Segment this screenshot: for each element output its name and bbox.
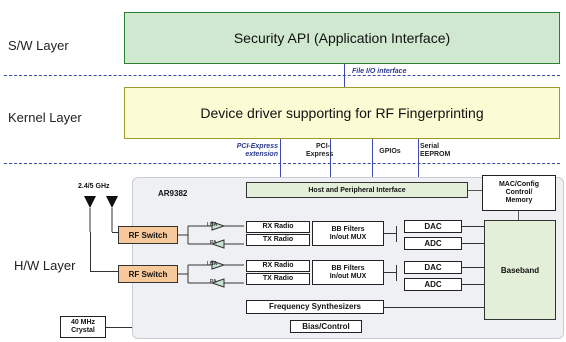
- amp-chain-1: [178, 221, 244, 249]
- antenna-icon: [84, 196, 118, 232]
- frequency-synthesizers: Frequency Synthesizers: [246, 300, 384, 314]
- gpios-label: GPIOs: [379, 148, 401, 155]
- baseband-block: Baseband: [484, 220, 556, 320]
- rx-radio-1: RX Radio: [246, 221, 310, 233]
- rf-switch-2: RF Switch: [118, 265, 178, 283]
- antenna-feed-line-1h: [112, 232, 122, 233]
- bb-split-2: [396, 265, 397, 281]
- pa-label-1: PA: [210, 240, 217, 246]
- sw-layer-label: S/W Layer: [8, 38, 69, 53]
- antenna-frequency-label: 2.4/5 GHz: [78, 183, 110, 190]
- chip-name: AR9382: [158, 189, 188, 198]
- lna-label-2: LNA: [207, 261, 218, 267]
- serial-connector: [418, 139, 419, 185]
- hw-layer-label: H/W Layer: [14, 258, 76, 273]
- pa-label-2: PA: [210, 279, 217, 285]
- dac-1: DAC: [404, 220, 462, 233]
- mac-baseband-link: [518, 211, 519, 220]
- pcie-connector: [330, 139, 331, 185]
- lna-label-1: LNA: [207, 222, 218, 228]
- rx-radio-2: RX Radio: [246, 260, 310, 272]
- adc-1: ADC: [404, 237, 462, 250]
- bb-split-1: [396, 226, 397, 242]
- host-peripheral-interface: Host and Peripheral Interface: [246, 182, 468, 198]
- sw-kernel-separator: [4, 75, 560, 76]
- file-io-connector: [344, 64, 345, 88]
- kernel-layer-label: Kernel Layer: [8, 110, 82, 125]
- bb-link-2: [384, 272, 396, 273]
- rf-switch-1: RF Switch: [118, 226, 178, 244]
- pcie-label: PCI-Express: [306, 143, 334, 158]
- antenna-feed-line-2h: [90, 271, 122, 272]
- crystal-link: [106, 327, 132, 328]
- security-api-box: Security API (Application Interface): [124, 12, 560, 64]
- tx-radio-1: TX Radio: [246, 234, 310, 246]
- file-io-label: File I/O interface: [352, 68, 407, 75]
- host-mac-link: [468, 190, 482, 191]
- amp-chain-2: [178, 260, 244, 288]
- device-driver-box: Device driver supporting for RF Fingerpr…: [124, 87, 560, 139]
- antenna-feed-line-2: [90, 232, 91, 272]
- adc-bb-link-2: [462, 284, 484, 285]
- bias-control: Bias/Control: [290, 320, 362, 333]
- dac-bb-link-1: [462, 226, 484, 227]
- bb-link-1: [384, 233, 396, 234]
- dac-bb-link-2: [462, 267, 484, 268]
- adc-2: ADC: [404, 278, 462, 291]
- dac-2: DAC: [404, 261, 462, 274]
- kernel-hw-separator: [4, 163, 560, 164]
- synth-baseband-link: [384, 307, 484, 308]
- pcie-ext-connector: [280, 139, 281, 185]
- adc-bb-link-1: [462, 243, 484, 244]
- gpio-connector: [372, 139, 373, 185]
- tx-radio-2: TX Radio: [246, 273, 310, 285]
